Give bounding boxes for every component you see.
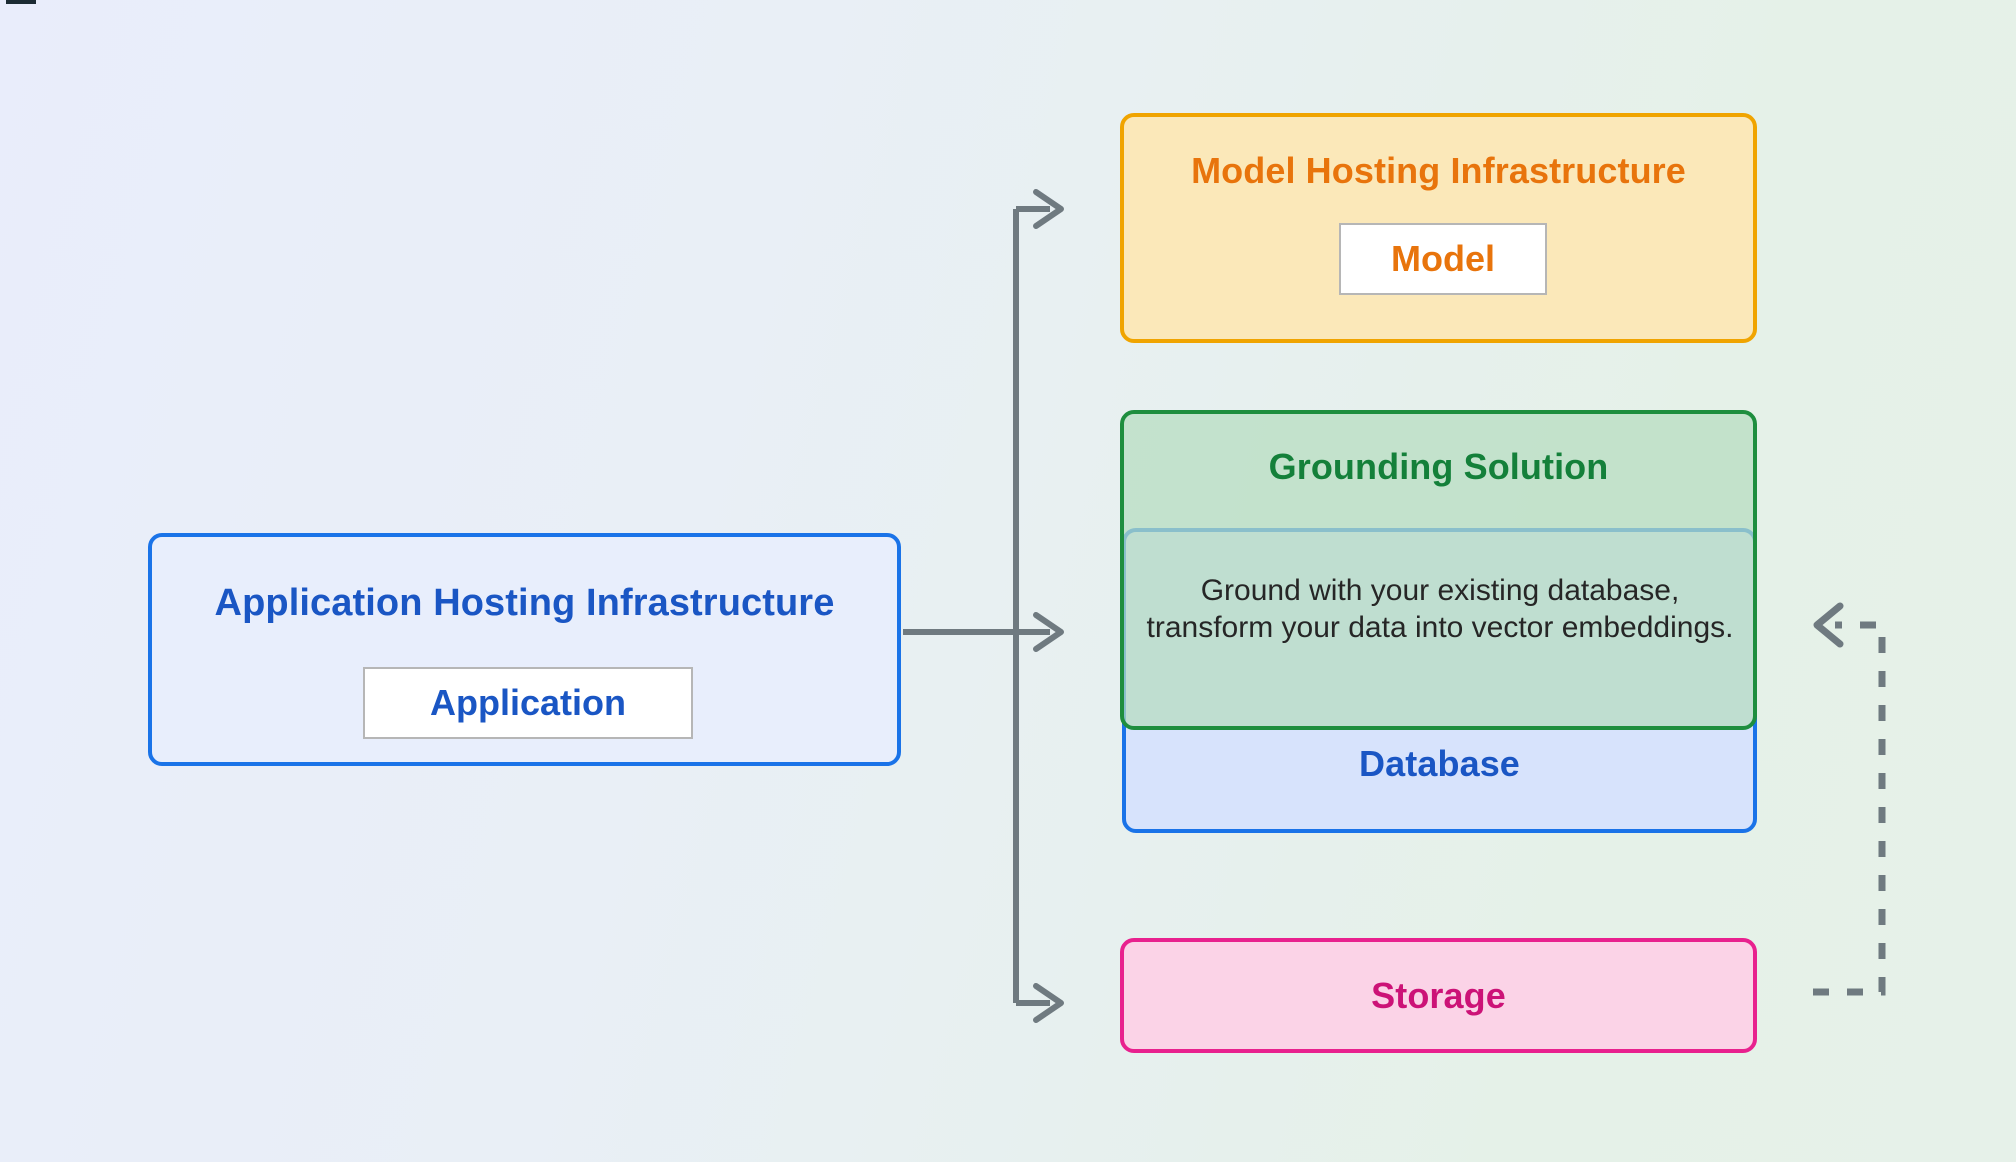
model-chip[interactable]: Model bbox=[1339, 223, 1547, 295]
grounding-solution-node[interactable]: Grounding Solution bbox=[1120, 410, 1757, 730]
solid-arrowheads bbox=[1033, 189, 1064, 1023]
arrowhead-grounding bbox=[1033, 612, 1064, 652]
arrowhead-model bbox=[1033, 189, 1064, 229]
application-chip[interactable]: Application bbox=[363, 667, 693, 739]
application-hosting-title: Application Hosting Infrastructure bbox=[214, 582, 835, 624]
dashed-arrowhead-group bbox=[1813, 602, 1844, 648]
arrowhead-storage bbox=[1033, 983, 1064, 1023]
database-label: Database bbox=[1359, 743, 1520, 784]
model-hosting-infrastructure-node[interactable]: Model Hosting Infrastructure Model bbox=[1120, 113, 1757, 343]
top-edge-artifact bbox=[6, 0, 36, 4]
storage-label: Storage bbox=[1371, 975, 1506, 1016]
arrowhead-feedback bbox=[1813, 602, 1844, 648]
storage-node[interactable]: Storage bbox=[1120, 938, 1757, 1053]
grounding-solution-title: Grounding Solution bbox=[1268, 446, 1609, 487]
solid-connectors bbox=[903, 206, 1050, 1006]
grounding-solution-description: Ground with your existing database, tran… bbox=[1146, 574, 1734, 644]
dashed-connector bbox=[1813, 621, 1886, 996]
model-hosting-title: Model Hosting Infrastructure bbox=[1191, 150, 1686, 191]
edge-storage-to-grounding bbox=[1813, 621, 1886, 996]
application-hosting-infrastructure-node[interactable]: Application Hosting Infrastructure Appli… bbox=[148, 533, 901, 766]
